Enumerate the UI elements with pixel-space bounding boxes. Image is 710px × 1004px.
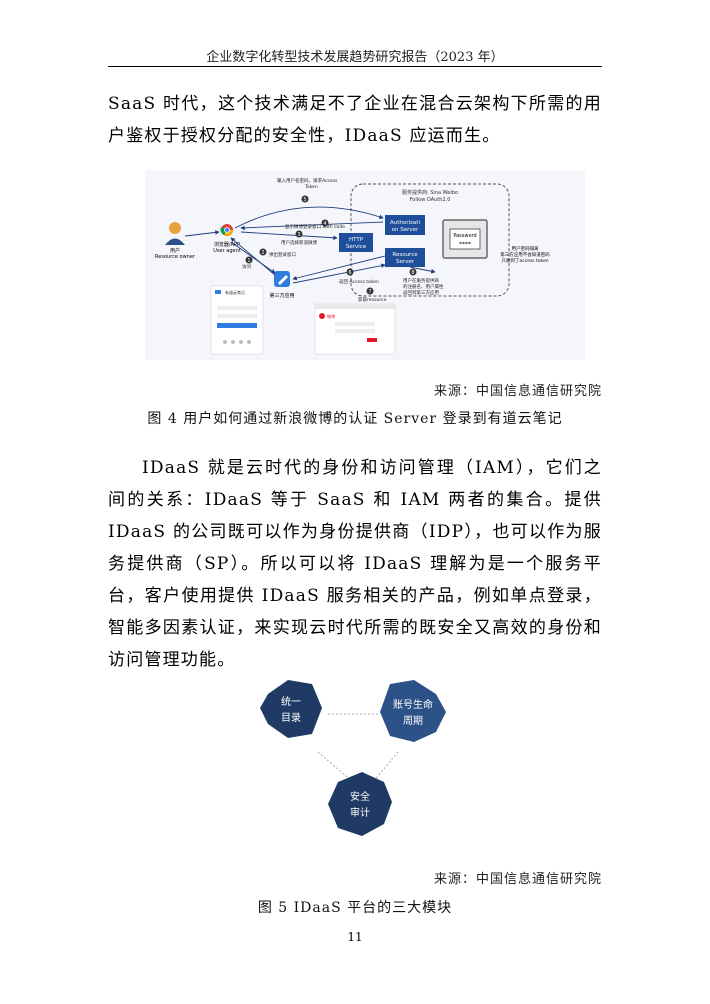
running-header: 企业数字化转型技术发展趋势研究报告（2023 年） <box>206 50 504 65</box>
step-7: 获取resource <box>358 296 387 303</box>
note-2: 第三方应用不会知道密码 <box>500 251 550 258</box>
step-6: 返回 Access token <box>339 278 379 285</box>
browser-icon <box>220 224 233 236</box>
weibo-auth-thumb: 微博 <box>314 303 396 355</box>
header-rule <box>108 66 602 67</box>
http-label-1: HTTP <box>349 237 364 243</box>
http-service-box <box>339 233 373 252</box>
step-1: 访问 <box>242 263 251 270</box>
third-app-label: 第三方应用 <box>269 292 294 299</box>
step-8c: 返回到第三方应用 <box>403 289 439 296</box>
hex-directory <box>260 680 322 738</box>
password-label: Password <box>453 233 476 239</box>
hex-lifecycle-line-1: 账号生命 <box>393 698 433 711</box>
step-1-num: 1 <box>247 258 250 264</box>
step-7-num: 7 <box>368 289 371 295</box>
app-title: 有道云笔记 <box>225 289 245 295</box>
figure-4-caption: 图 4 用户如何通过新浪微博的认证 Server 登录到有道云笔记 <box>147 411 563 427</box>
figure-4-source: 来源：中国信息通信研究院 <box>433 384 602 399</box>
hex-audit-line-2: 审计 <box>350 806 370 819</box>
youdao-login-thumb: 有道云笔记 <box>210 285 264 355</box>
step-markers: 5 4 3 2 1 6 7 8 <box>245 195 417 295</box>
user-icon <box>165 222 185 245</box>
provider-label: 服务提供商: Sina Weibo <box>402 189 458 196</box>
idaas-modules-diagram: 统一 目录 账号生命 周期 安全 审计 <box>260 680 446 836</box>
step-5-num: 5 <box>303 197 306 203</box>
step-3-num: 3 <box>297 232 300 238</box>
weibo-label: 微博 <box>327 313 335 319</box>
paragraph-idaas: IDaaS 就是云时代的身份和访问管理（IAM），它们之间的关系：IDaaS 等… <box>108 458 602 670</box>
step-4: 显示微博登录窗口 auth code <box>285 223 345 230</box>
note-3: 只收到了access token <box>501 257 548 264</box>
step-2: 弹出登录窗口 <box>269 251 296 258</box>
step-8b: 的注册名、用户属性 <box>403 283 444 290</box>
resource-server-box <box>385 248 425 267</box>
figure-5-caption: 图 5 IDaaS 平台的三大模块 <box>257 900 453 916</box>
figure-5-source: 来源：中国信息通信研究院 <box>433 872 602 887</box>
user-label: 用户 <box>170 247 180 254</box>
oauth-flow-diagram: 服务提供商: Sina Weibo Follow OAuth2.0 用户 Res… <box>145 170 585 360</box>
browser-en-label: User agent <box>213 248 240 254</box>
flow-arrows <box>184 206 436 284</box>
step-8a: 用户在服务提供商 <box>403 277 439 284</box>
hex-directory-line-1: 统一 <box>281 695 301 708</box>
auth-server-box <box>385 215 425 235</box>
hex-directory-line-2: 目录 <box>281 712 301 724</box>
step-3: 用户选择新浪微博 <box>281 239 317 246</box>
hex-audit <box>328 772 392 836</box>
auth-server-label-2: on Server <box>392 227 419 233</box>
step-5a: 输入用户名密码，请求Access <box>277 177 338 184</box>
res-label-2: Server <box>396 259 415 265</box>
step-labels: 输入用户名密码，请求Access Token 显示微博登录窗口 auth cod… <box>242 177 444 303</box>
password-mask: **** <box>459 241 471 248</box>
user-en-label: Resource owner <box>155 254 196 260</box>
step-5b: Token <box>304 184 318 190</box>
paragraph-saas: SaaS 时代，这个技术满足不了企业在混合云架构下所需的用户鉴权于授权分配的安全… <box>108 94 602 146</box>
step-2-num: 2 <box>261 250 264 256</box>
password-window: Password **** <box>442 219 488 259</box>
hex-audit-line-1: 安全 <box>350 790 370 803</box>
step-6-num: 6 <box>348 270 351 276</box>
step-4-num: 4 <box>323 221 326 227</box>
page-number: 11 <box>347 930 363 944</box>
third-app-icon <box>274 271 290 287</box>
res-label-1: Resource <box>392 252 418 258</box>
hex-lifecycle-line-2: 周期 <box>403 715 423 727</box>
note-1: 用户密码隔离 <box>512 245 539 252</box>
auth-server-label-1: Authorizati <box>390 220 420 226</box>
hex-lifecycle <box>380 680 446 742</box>
http-label-2: Service <box>346 244 367 250</box>
protocol-label: Follow OAuth2.0 <box>410 197 451 203</box>
browser-label: 浏览器/APP <box>214 241 240 248</box>
step-8-num: 8 <box>411 270 414 276</box>
